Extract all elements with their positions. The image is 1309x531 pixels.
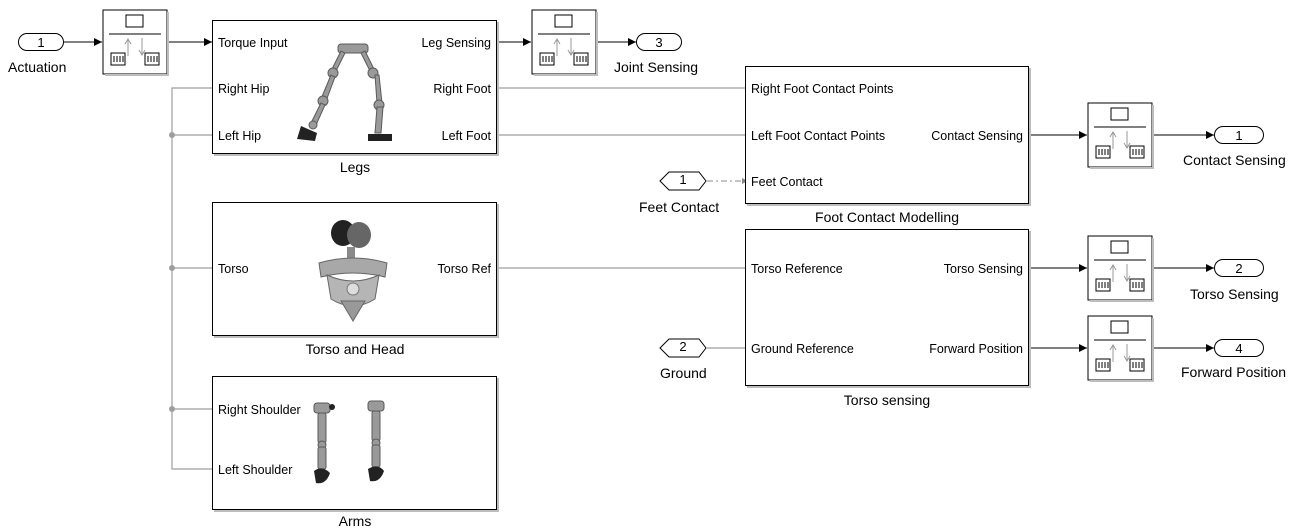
signal-lines [64, 38, 1214, 352]
subsystem-arms[interactable]: Right Shoulder Left Shoulder [212, 376, 497, 510]
rate-transition-block-5[interactable] [1087, 315, 1155, 388]
subsystem-legs[interactable]: Torque Input Right Hip Left Hip Leg Sens… [212, 20, 497, 154]
physical-connection-lines [171, 87, 748, 470]
subsystem-torso-and-head[interactable]: Torso Torso Ref [212, 202, 497, 336]
port-left-foot[interactable]: Left Foot [441, 129, 491, 143]
port-left-foot-contact-points[interactable]: Left Foot Contact Points [751, 129, 886, 143]
port-left-hip[interactable]: Left Hip [218, 129, 262, 143]
junction-dot [169, 265, 175, 271]
subsystem-torso-sensing-name: Torso sensing [843, 392, 931, 408]
inport-actuation[interactable]: 1 [18, 33, 64, 51]
port-torso-sensing[interactable]: Torso Sensing [943, 262, 1023, 276]
rate-transition-block-1[interactable] [102, 9, 170, 82]
port-ground-reference[interactable]: Ground Reference [751, 342, 854, 356]
from-tag-ground-label: Ground [660, 365, 707, 381]
port-contact-sensing[interactable]: Contact Sensing [931, 129, 1023, 143]
outport-forward-position-label: Forward Position [1181, 364, 1287, 380]
port-right-shoulder[interactable]: Right Shoulder [218, 403, 301, 417]
rate-transition-icon [1087, 315, 1154, 382]
port-torso-reference[interactable]: Torso Reference [751, 262, 843, 276]
subsystem-foot-contact-modelling[interactable]: Right Foot Contact Points Left Foot Cont… [745, 66, 1029, 204]
from-tag-feet-contact[interactable]: 1 [659, 171, 707, 191]
robot-torso-icon [318, 220, 388, 322]
port-torso[interactable]: Torso [218, 262, 249, 276]
from-tag-ground[interactable]: 2 [659, 338, 707, 358]
robot-legs-icon [297, 43, 392, 141]
outport-forward-position[interactable]: 4 [1214, 339, 1264, 357]
rate-transition-block-2[interactable] [531, 9, 599, 82]
junction-dot [169, 406, 175, 412]
outport-torso-sensing[interactable]: 2 [1214, 259, 1264, 277]
outport-contact-sensing[interactable]: 1 [1214, 126, 1264, 144]
port-torso-ref[interactable]: Torso Ref [437, 262, 492, 276]
from-tag-feet-contact-label: Feet Contact [639, 199, 720, 215]
port-number: 4 [1235, 341, 1243, 356]
subsystem-arms-name: Arms [338, 513, 372, 529]
port-feet-contact[interactable]: Feet Contact [751, 175, 823, 189]
subsystem-torso-and-head-name: Torso and Head [305, 341, 405, 357]
subsystem-torso-sensing[interactable]: Torso Reference Ground Reference Torso S… [745, 229, 1029, 386]
outport-joint-sensing[interactable]: 3 [636, 33, 682, 51]
rate-transition-icon [1087, 102, 1154, 169]
port-leg-sensing[interactable]: Leg Sensing [421, 36, 491, 50]
subsystem-legs-name: Legs [339, 159, 371, 175]
rate-transition-icon [1087, 235, 1154, 302]
port-number: 1 [1235, 128, 1243, 143]
outport-torso-sensing-label: Torso Sensing [1190, 286, 1279, 302]
port-torque-input[interactable]: Torque Input [218, 36, 288, 50]
inport-actuation-label: Actuation [8, 59, 67, 75]
port-number: 2 [679, 339, 687, 354]
port-forward-position[interactable]: Forward Position [929, 342, 1023, 356]
rate-transition-block-3[interactable] [1087, 102, 1155, 175]
rate-transition-icon [531, 9, 598, 76]
port-right-hip[interactable]: Right Hip [218, 82, 270, 96]
rate-transition-block-4[interactable] [1087, 235, 1155, 308]
port-number: 1 [679, 172, 687, 187]
port-number: 3 [655, 35, 663, 50]
connection-bus-trunk[interactable] [171, 87, 212, 470]
port-right-foot[interactable]: Right Foot [433, 82, 491, 96]
subsystem-foot-contact-modelling-name: Foot Contact Modelling [815, 209, 959, 225]
junction-dot [169, 132, 175, 138]
bus-junction-dots [169, 132, 175, 412]
port-left-shoulder[interactable]: Left Shoulder [218, 463, 293, 477]
rate-transition-icon [102, 9, 169, 76]
outport-joint-sensing-label: Joint Sensing [614, 59, 699, 75]
port-number: 2 [1235, 261, 1243, 276]
port-number: 1 [37, 35, 45, 50]
outport-contact-sensing-label: Contact Sensing [1183, 152, 1286, 168]
robot-arms-icon [313, 400, 385, 484]
port-right-foot-contact-points[interactable]: Right Foot Contact Points [751, 82, 894, 96]
